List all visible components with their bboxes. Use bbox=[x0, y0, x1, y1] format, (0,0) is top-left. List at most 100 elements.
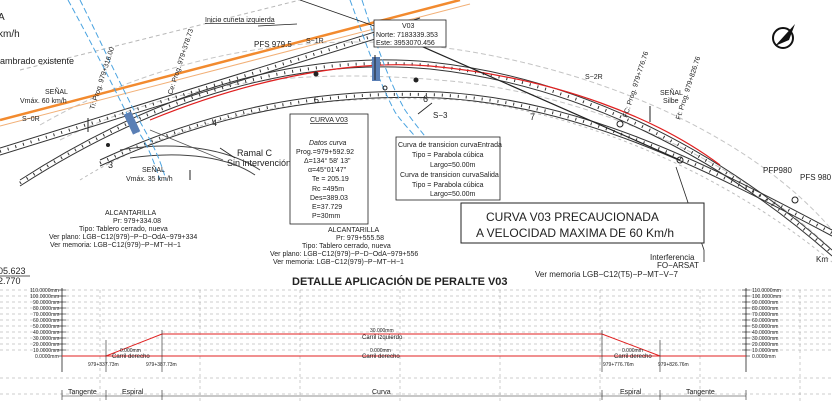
station-label-7: 7 bbox=[530, 112, 535, 122]
zero-value: 0.000mm bbox=[120, 348, 141, 354]
north-arrow-icon bbox=[772, 24, 795, 49]
senal-mid-vmax: Vmáx. 35 km/h bbox=[126, 176, 173, 183]
ramal-c-label: Ramal C bbox=[237, 148, 273, 158]
axis-tick-right: 70.0000mm bbox=[752, 312, 778, 318]
ti-prog-label: Ti: Prog. 979+316.00 bbox=[89, 46, 116, 110]
prog-label: 979+826.76m bbox=[658, 362, 689, 368]
carril-derecho-label: Carril derecho bbox=[112, 354, 150, 360]
interferencia-line: FO−ARSAT bbox=[657, 261, 699, 270]
v03-box-este: Este: 3953070.456 bbox=[376, 40, 435, 47]
axis-tick-left: 90.0000mm bbox=[33, 300, 59, 306]
carril-izquierdo-label: Carril izquierdo bbox=[362, 335, 403, 341]
top-left-kmh: km/h bbox=[0, 29, 20, 40]
curva-box-line: Δ=134° 58' 13" bbox=[304, 157, 351, 165]
senal-right-sub: Silbe bbox=[663, 98, 679, 105]
interferencia-line: Interferencia bbox=[650, 253, 695, 262]
axis-tick-right: 80.0000mm bbox=[752, 306, 778, 312]
station-label-4: 4 bbox=[212, 118, 217, 128]
v03-box-title: V03 bbox=[402, 23, 415, 30]
station-label-6: 6 bbox=[423, 94, 428, 104]
alcantarilla-left-line: Ver plano: LGB−C12(979)−P−D−OdA−979+334 bbox=[49, 234, 197, 241]
axis-tick-right: 30.0000mm bbox=[752, 336, 778, 342]
axis-tick-left: 80.0000mm bbox=[33, 306, 59, 312]
axis-tick-left: 30.0000mm bbox=[33, 336, 59, 342]
left-number: 2.770 bbox=[0, 276, 21, 286]
curva-box-line: Prog.=979+592.92 bbox=[296, 149, 354, 156]
senal-right-label: SEÑAL bbox=[660, 88, 683, 97]
sin-intervencion-label: Sin intervención bbox=[227, 158, 291, 168]
prog-label: 979+776.76m bbox=[603, 362, 634, 368]
zone-tangente: Tangente bbox=[68, 389, 97, 396]
alcantarilla-mid-line: ALCANTARILLA bbox=[328, 227, 380, 234]
prog-label: 979+337.73m bbox=[88, 362, 119, 368]
curva-data-box bbox=[289, 113, 369, 225]
axis-tick-right: 10.0000mm bbox=[752, 348, 778, 354]
axis-tick-right: 60.0000mm bbox=[752, 318, 778, 324]
zone-espiral: Espiral bbox=[620, 389, 642, 396]
culvert-mid-marker bbox=[372, 57, 380, 81]
axis-tick-right: 100.0000mm bbox=[752, 294, 781, 300]
axis-tick-left: 0.0000mm bbox=[35, 354, 59, 360]
top-left-a: A bbox=[0, 12, 5, 23]
senal-left-label: SEÑAL bbox=[45, 87, 68, 96]
axis-tick-left: 40.0000mm bbox=[33, 330, 59, 336]
senal-left-vmax: Vmáx. 60 km/h bbox=[20, 98, 67, 105]
km-edge-label: Km bbox=[816, 255, 828, 264]
carril-izquierdo-line bbox=[105, 333, 661, 357]
detail-title: DETALLE APLICACIÓN DE PERALTE V03 bbox=[292, 275, 508, 288]
axis-tick-right: 20.0000mm bbox=[752, 342, 778, 348]
v03-coord-box bbox=[373, 19, 447, 48]
transicion-line: Largo=50.00m bbox=[430, 162, 476, 169]
axis-tick-left: 50.0000mm bbox=[33, 324, 59, 330]
precaucion-box bbox=[460, 202, 705, 244]
zone-tangente: Tangente bbox=[686, 389, 715, 396]
transicion-line: Curva de transicion curvaEntrada bbox=[398, 142, 502, 149]
axis-tick-right: 50.0000mm bbox=[752, 324, 778, 330]
axis-tick-left: 20.0000mm bbox=[33, 342, 59, 348]
station-label-5: 5 bbox=[314, 95, 319, 105]
axis-tick-right: 110.0000mm bbox=[752, 288, 781, 294]
alcantarilla-left-line: Pr: 979+334.08 bbox=[113, 218, 161, 225]
axis-tick-left: 10.0000mm bbox=[33, 348, 59, 354]
plan-view: 3 4 5 6 7 A km/h ambrado existente SEÑAL… bbox=[0, 0, 832, 286]
alcantarilla-mid-line: Ver memoria: LGB−C12(979)−P−MT−H−1 bbox=[273, 259, 404, 266]
zero-value: 0.000mm bbox=[370, 348, 391, 354]
eje-curva bbox=[149, 64, 721, 166]
alcantarilla-left-line: Ver memoria: LGB−C12(979)−P−MT−H−1 bbox=[50, 242, 181, 249]
transicion-line: Tipo = Parabola cúbica bbox=[412, 152, 484, 159]
ft-prog-label: Ft: Prog. 979+826.76 bbox=[675, 56, 702, 121]
alcantarilla-mid-line: Ver plano: LGB−C12(979)−P−D−OdA−979+556 bbox=[270, 251, 418, 258]
inicio-cuneta-label: Inicio cuneta izquierda bbox=[205, 17, 275, 24]
pfs-979-5-label: PFS 979.5 bbox=[254, 40, 292, 49]
peralte-detail: DETALLE APLICACIÓN DE PERALTE V03 bbox=[0, 275, 832, 404]
curva-box-line: P=30mm bbox=[312, 213, 340, 220]
peralte-value: 30.000mm bbox=[370, 328, 394, 334]
pfp980-label: PFP980 bbox=[763, 166, 792, 175]
axis-tick-right: 90.0000mm bbox=[752, 300, 778, 306]
s1r-label: S−1R bbox=[306, 38, 324, 45]
transicion-line: Largo=50.00m bbox=[430, 191, 476, 198]
curva-box-line: α=45°01'47" bbox=[308, 166, 347, 174]
axis-tick-right: 0.0000mm bbox=[752, 354, 776, 360]
axis-tick-left: 100.0000mm bbox=[30, 294, 59, 300]
interferencia-line: Ver memoria LGB−C12(T5)−P−MT−V−7 bbox=[535, 270, 679, 279]
axis-tick-left: 60.0000mm bbox=[33, 318, 59, 324]
zone-curva: Curva bbox=[372, 389, 391, 396]
senal-mid-label: SEÑAL bbox=[142, 165, 165, 174]
axis-tick-right: 40.0000mm bbox=[752, 330, 778, 336]
station-label-2: 3 bbox=[108, 160, 113, 170]
alcantarilla-left-line: ALCANTARILLA bbox=[105, 210, 157, 217]
v03-box-norte: Norte: 7183339.353 bbox=[376, 32, 438, 39]
fc-prog-label: FC: Prog. 979+776.76 bbox=[622, 51, 650, 119]
s2r-label: S−2R bbox=[585, 74, 603, 81]
precaucion-line1: CURVA V03 PRECAUCIONADA bbox=[486, 210, 659, 224]
pfs980-label: PFS 980 bbox=[800, 173, 832, 182]
curva-box-line: Rc =495m bbox=[312, 186, 344, 193]
carril-derecho-label: Carril derecho bbox=[362, 354, 400, 360]
transicion-line: Tipo = Parabola cúbica bbox=[412, 182, 484, 189]
precaucion-line2: A VELOCIDAD MAXIMA DE 60 Km/h bbox=[476, 226, 674, 240]
axis-tick-left: 70.0000mm bbox=[33, 312, 59, 318]
transicion-box bbox=[395, 136, 501, 201]
transicion-line: Curva de transicion curvaSalida bbox=[400, 172, 499, 179]
